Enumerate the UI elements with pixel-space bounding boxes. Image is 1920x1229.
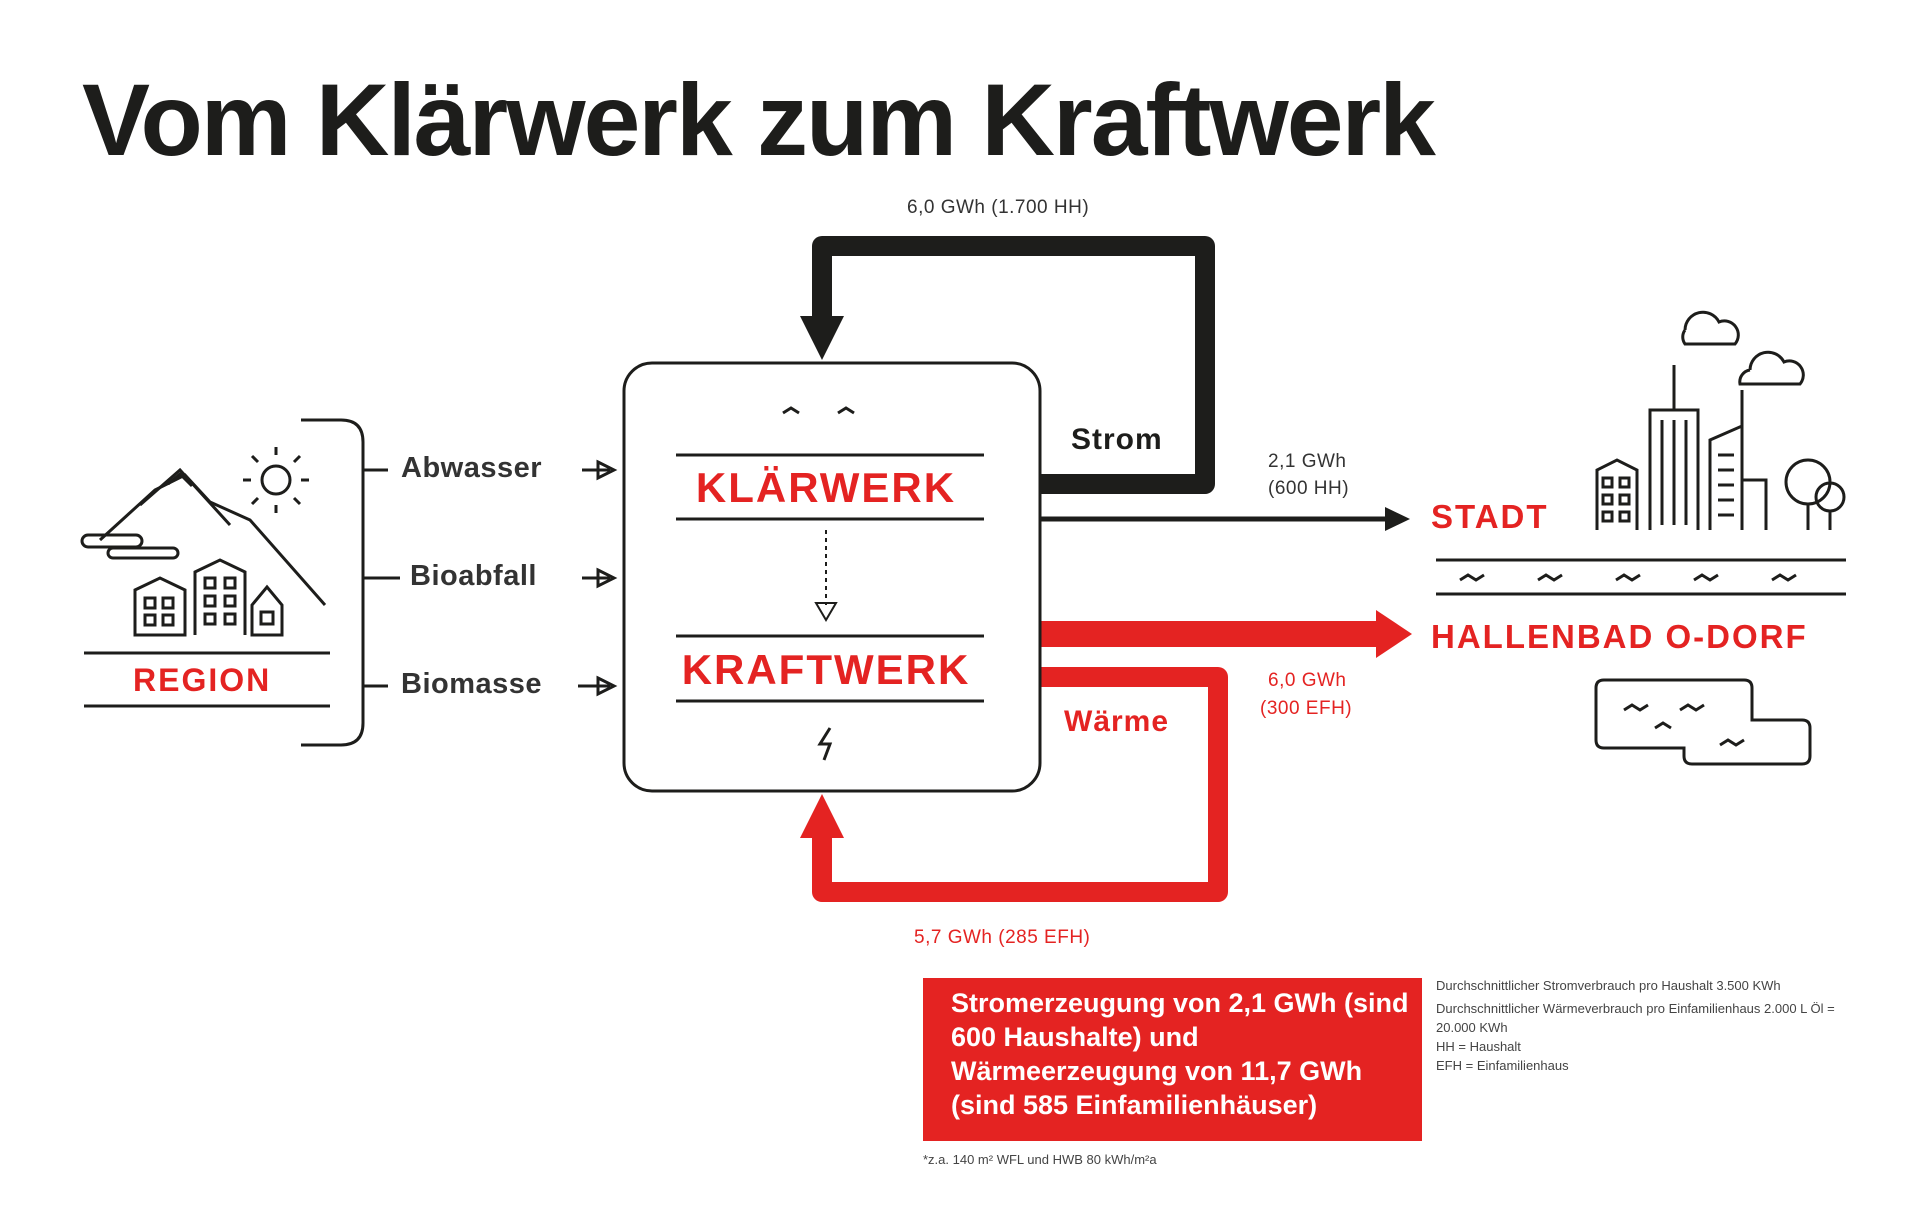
waerme-loop-value: 5,7 GWh (285 EFH) xyxy=(914,927,1091,948)
input-abwasser: Abwasser xyxy=(401,452,543,484)
strom-out-households: (600 HH) xyxy=(1268,478,1350,499)
region-icon xyxy=(80,447,330,708)
strom-loop-arrowhead xyxy=(800,316,844,360)
waerme-label: Wärme xyxy=(1064,705,1170,738)
klaerwerk-label: KLÄRWERK xyxy=(695,464,957,511)
city-icon xyxy=(1436,310,1846,596)
destination-hallenbad: HALLENBAD O-DORF xyxy=(1431,618,1808,655)
input-bioabfall: Bioabfall xyxy=(410,560,537,592)
waerme-out-value: 6,0 GWh xyxy=(1268,670,1347,691)
waerme-out-houses: (300 EFH) xyxy=(1260,698,1353,719)
destination-stadt: STADT xyxy=(1431,498,1549,535)
note-strom: Durchschnittlicher Stromverbrauch pro Ha… xyxy=(1436,978,1781,993)
strom-loop-arrow xyxy=(812,236,1215,494)
summary-box: Stromerzeugung von 2,1 GWh (sind 600 Hau… xyxy=(923,978,1422,1141)
note-waerme: Durchschnittlicher Wärmeverbrauch pro Ei… xyxy=(1436,1001,1835,1035)
note-efh: EFH = Einfamilienhaus xyxy=(1436,1058,1569,1073)
strom-loop-value: 6,0 GWh (1.700 HH) xyxy=(907,197,1090,218)
strom-label: Strom xyxy=(1071,423,1163,456)
waerme-out-arrow xyxy=(1040,621,1380,647)
page-title: Vom Klärwerk zum Kraftwerk xyxy=(82,63,1436,177)
waerme-loop-arrowhead xyxy=(800,794,844,838)
plant-box xyxy=(622,361,1042,793)
notes: Durchschnittlicher Stromverbrauch pro Ha… xyxy=(1436,976,1846,1075)
note-hh: HH = Haushalt xyxy=(1436,1039,1521,1054)
footnote: *z.a. 140 m² WFL und HWB 80 kWh/m²a xyxy=(923,1152,1157,1167)
region-label: REGION xyxy=(133,662,272,698)
pool-icon xyxy=(1594,678,1812,766)
kraftwerk-label: KRAFTWERK xyxy=(681,646,971,693)
input-biomasse: Biomasse xyxy=(401,668,543,700)
waerme-loop-arrow xyxy=(812,667,1228,902)
strom-out-value: 2,1 GWh xyxy=(1268,451,1347,472)
